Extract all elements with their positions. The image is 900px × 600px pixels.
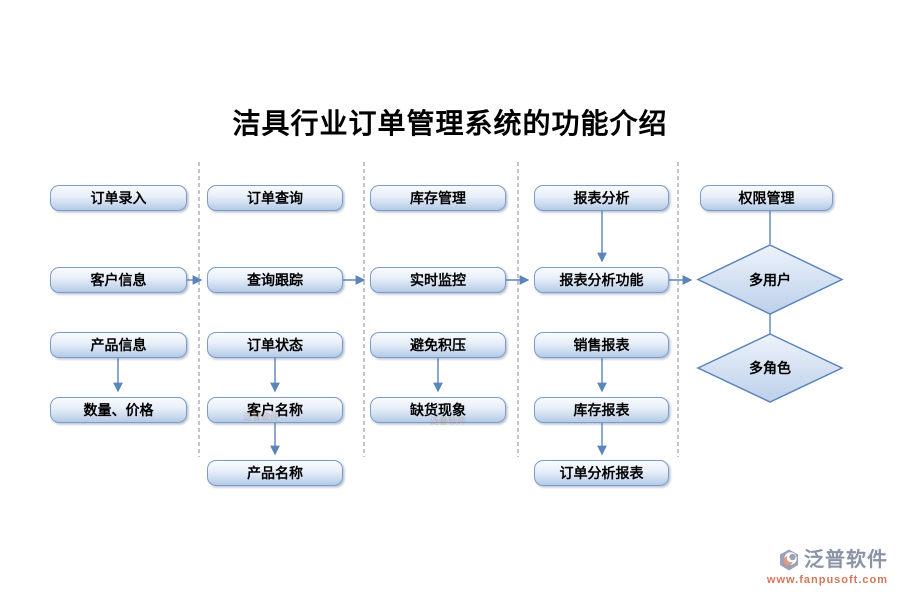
fanpu-logo-icon [777,548,801,572]
label-multi-user: 多用户 [749,272,791,288]
fanpu-logo: 泛普软件 www.fanpusoft.com [738,548,888,586]
node-order-status: 订单状态 [207,332,343,358]
node-stockout: 缺货现象 [370,397,506,423]
node-order-analysis-report: 订单分析报表 [534,460,669,486]
node-query-tracking: 查询跟踪 [207,267,343,293]
node-permission-mgmt: 权限管理 [700,185,833,211]
diagram-title: 洁具行业订单管理系统的功能介绍 [232,108,668,139]
logo-url: www.fanpusoft.com [766,574,888,586]
node-avoid-backlog: 避免积压 [370,332,506,358]
watermark-text: 泛普软件 [243,412,280,422]
node-product-name: 产品名称 [207,460,343,486]
node-order-query: 订单查询 [207,185,343,211]
node-customer-name: 客户名称 [207,397,343,423]
node-inventory-mgmt: 库存管理 [370,185,506,211]
node-realtime-monitor: 实时监控 [370,267,506,293]
watermark-text: 泛普软件 [430,416,467,426]
node-order-entry: 订单录入 [50,185,187,211]
node-report-analysis: 报表分析 [534,185,669,211]
node-sales-report: 销售报表 [534,332,669,358]
node-report-function: 报表分析功能 [534,267,669,293]
node-quantity-price: 数量、价格 [50,397,187,423]
node-customer-info: 客户信息 [50,267,187,293]
logo-company-name: 泛普软件 [804,549,888,571]
label-multi-role: 多角色 [749,360,791,376]
node-product-info: 产品信息 [50,332,187,358]
node-inventory-report: 库存报表 [534,397,669,423]
